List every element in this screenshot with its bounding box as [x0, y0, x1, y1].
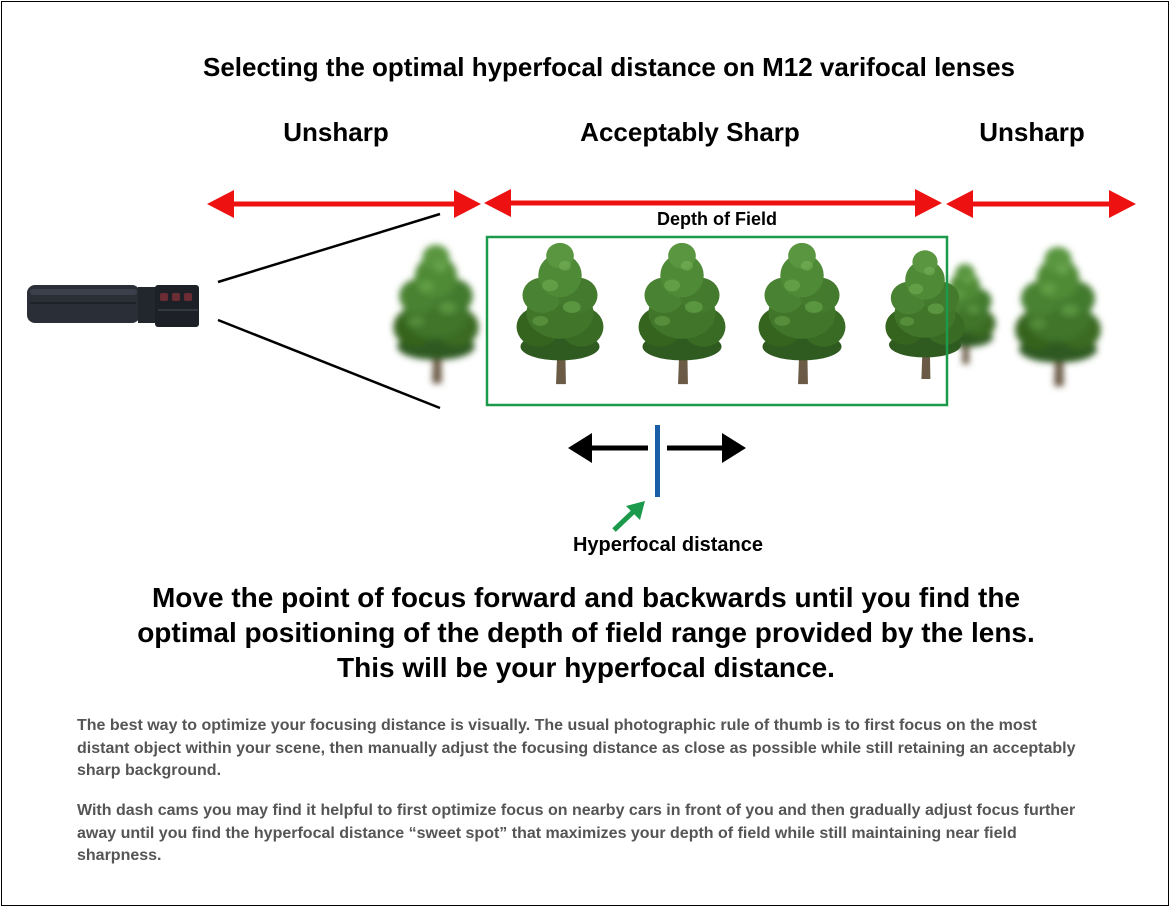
tree-icon	[758, 242, 846, 385]
depth-of-field-box	[485, 235, 949, 407]
headline-line: This will be your hyperfocal distance.	[337, 652, 835, 683]
view-line-top	[217, 212, 441, 284]
focus-shift-forward-arrow	[667, 433, 746, 463]
camera-icon	[27, 285, 199, 327]
hyperfocal-marker	[655, 425, 660, 497]
near-unsharp-label: Unsharp	[283, 117, 389, 147]
tree-icon	[638, 242, 726, 385]
far-unsharp-label: Unsharp	[979, 117, 1085, 147]
tree-icon-blurred	[393, 244, 479, 384]
hyperfocal-distance-label: Hyperfocal distance	[572, 534, 764, 556]
diagram-title: Selecting the optimal hyperfocal distanc…	[202, 52, 1016, 82]
depth-of-field-label: Depth of Field	[657, 209, 777, 229]
headline-line: optimal positioning of the depth of fiel…	[137, 617, 1035, 648]
hyperfocal-pointer-arrow	[612, 501, 645, 532]
dash-cam-tip-paragraph: With dash cams you may find it helpful t…	[77, 802, 1076, 864]
view-line-bottom	[217, 318, 441, 410]
near-unsharp-range-arrow	[207, 190, 481, 218]
explanation-paragraph: The best way to optimize your focusing d…	[77, 717, 1076, 779]
headline-line: Move the point of focus forward and back…	[151, 582, 1021, 613]
far-unsharp-range-arrow	[946, 190, 1136, 218]
instruction-headline: Move the point of focus forward and back…	[60, 580, 1112, 685]
tree-icon	[885, 250, 965, 379]
tree-icon	[516, 242, 604, 385]
acceptably-sharp-label: Acceptably Sharp	[580, 117, 800, 147]
sharp-range-arrow	[484, 189, 942, 217]
tree-icon-blurred	[1015, 246, 1101, 387]
focus-shift-back-arrow	[568, 433, 648, 463]
